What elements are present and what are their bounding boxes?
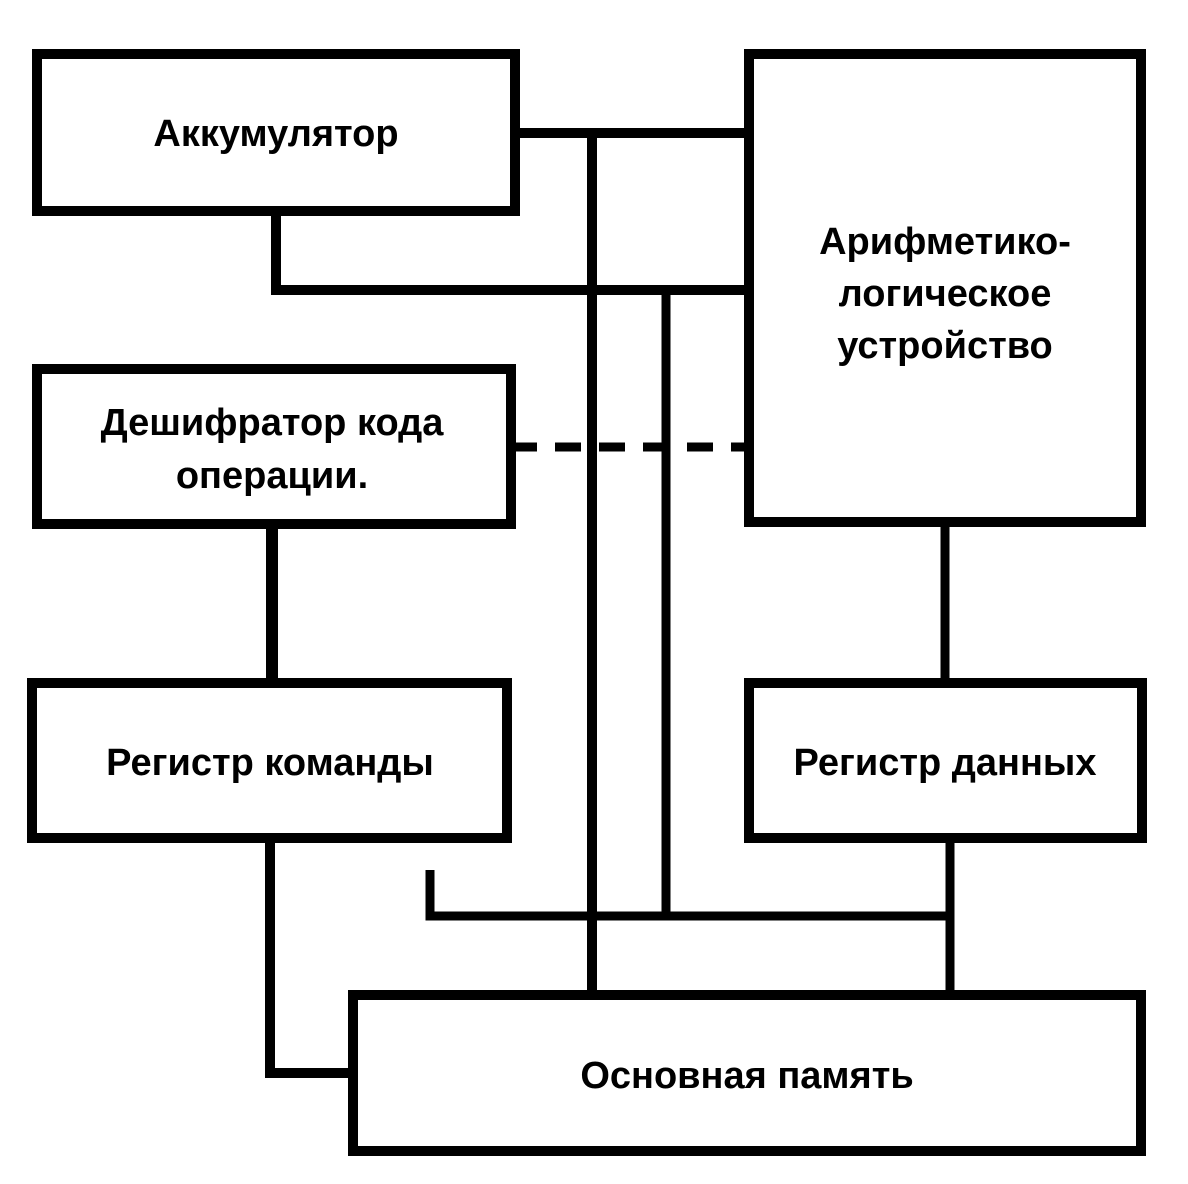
accumulator-box — [32, 49, 520, 216]
opcode-decoder-label-line1: Дешифратор кода — [101, 402, 445, 444]
alu-to-accumulator-arrow — [271, 215, 746, 295]
accumulator-block: Аккумулятор — [32, 49, 520, 216]
accumulator-label: Аккумулятор — [153, 113, 398, 155]
data-register-block: Регистр данных — [744, 678, 1147, 843]
main-memory-block: Основная память — [348, 990, 1146, 1156]
data-register-box — [744, 678, 1147, 843]
opcode-decoder-label-line2: операции. — [176, 455, 368, 497]
opcode-decoder-box — [32, 364, 516, 529]
connectors — [265, 128, 955, 1078]
opcode-decoder-block: Дешифратор кода операции. — [32, 364, 516, 529]
main-memory-label: Основная память — [580, 1055, 913, 1097]
instruction-register-block: Регистр команды — [27, 678, 512, 843]
main-memory-box — [348, 990, 1146, 1156]
alu-block: Арифметико- логическое устройство — [744, 49, 1146, 527]
instruction-register-label: Регистр команды — [106, 742, 434, 784]
alu-box — [744, 49, 1146, 527]
alu-label-line3: устройство — [837, 325, 1053, 367]
data-register-label: Регистр данных — [794, 742, 1097, 784]
memory-to-data-register-arrow — [425, 870, 955, 995]
alu-label-line2: логическое — [839, 273, 1052, 315]
alu-label-line1: Арифметико- — [819, 221, 1071, 263]
instruction-register-to-memory-arrow — [265, 838, 351, 1078]
